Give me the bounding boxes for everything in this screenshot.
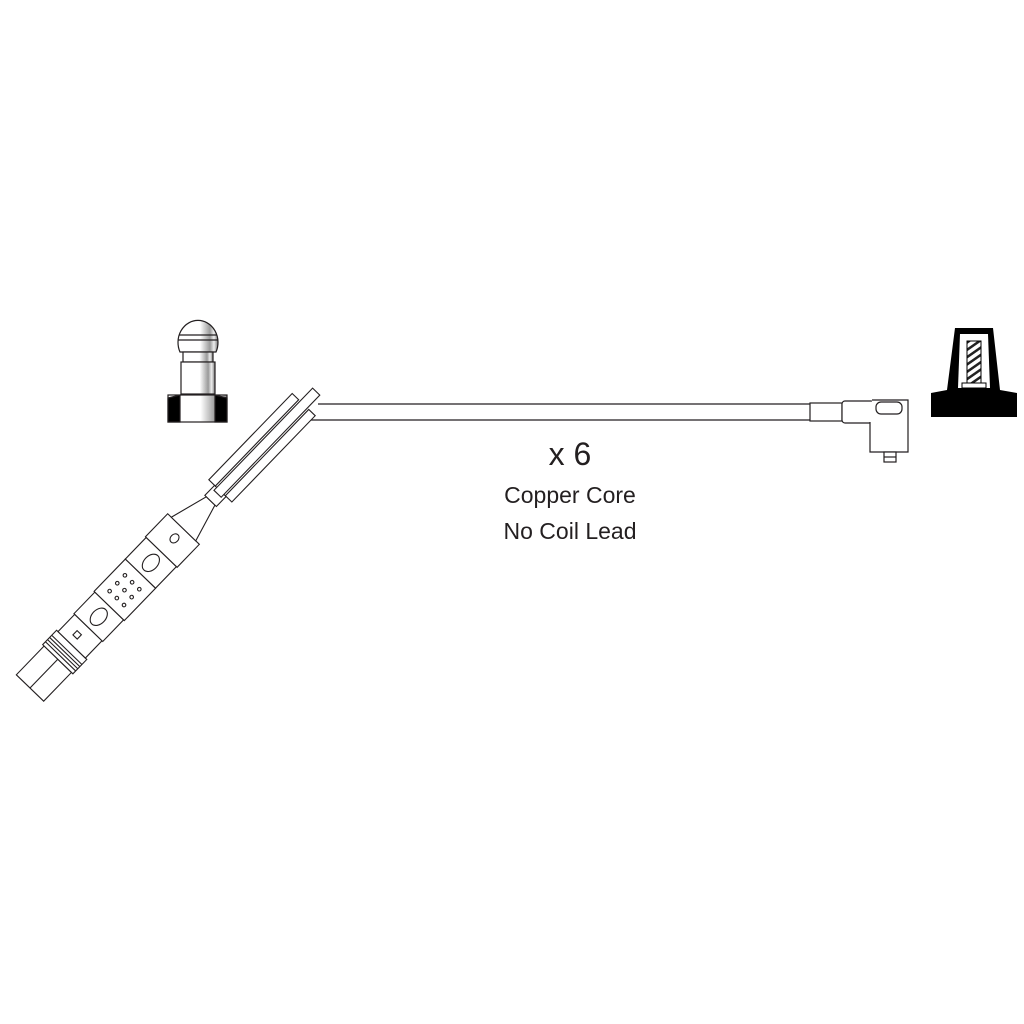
- coil-lead-note: No Coil Lead: [503, 518, 637, 544]
- elbow-boot-icon: [809, 399, 909, 463]
- lead-cable: [300, 403, 812, 421]
- spark-plug-boot-icon: [931, 328, 1017, 417]
- quantity-label: x 6: [548, 436, 592, 472]
- terminal-nut-icon: [167, 319, 228, 423]
- angled-connector-icon: [15, 387, 321, 702]
- core-type-label: Copper Core: [504, 482, 636, 508]
